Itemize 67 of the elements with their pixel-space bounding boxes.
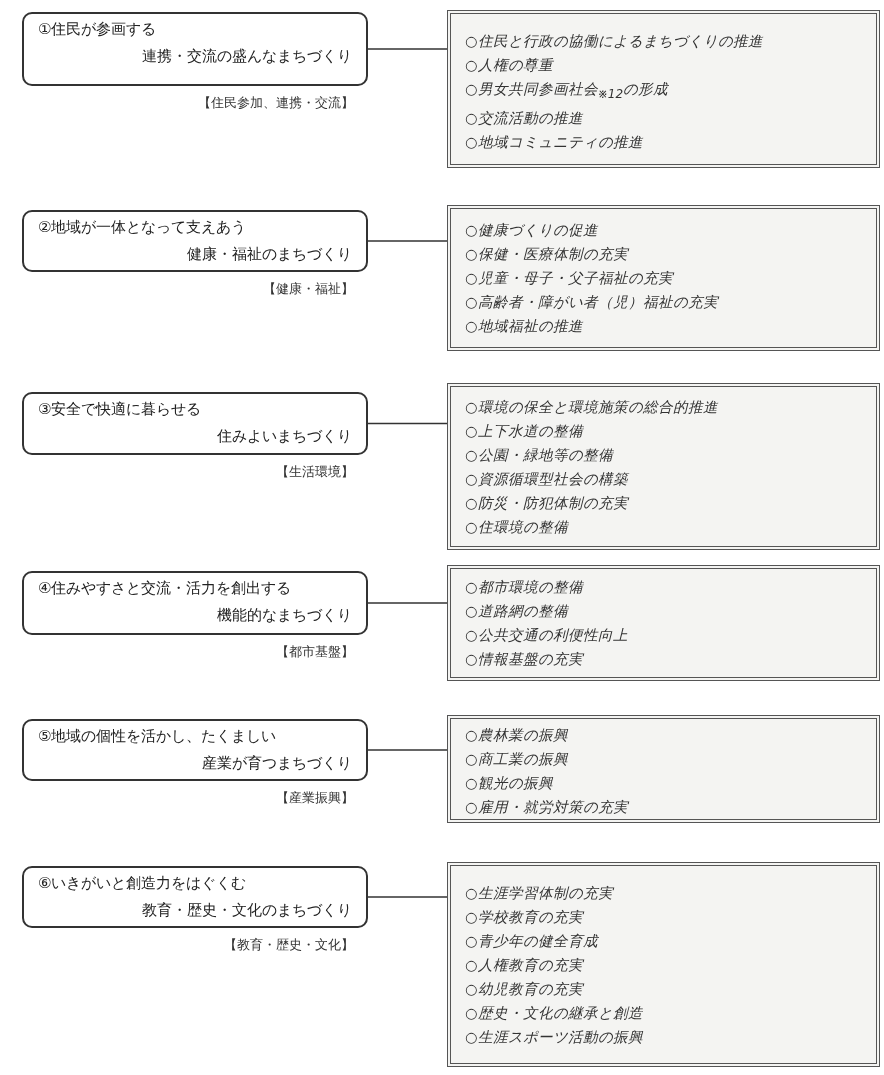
connector-line	[367, 602, 448, 604]
policy-item: ○道路網の整備	[465, 602, 570, 621]
policy-item: ○生涯学習体制の充実	[465, 883, 615, 903]
category-label: 【生活環境】	[276, 463, 354, 481]
goal-box	[22, 866, 368, 928]
goal-box	[22, 210, 368, 272]
policy-item: ○防災・防犯体制の充実	[465, 493, 630, 513]
policy-item: ○学校教育の充実	[465, 907, 585, 927]
policy-item: ○保健・医療体制の充実	[465, 245, 630, 264]
connector-line	[367, 749, 448, 751]
policy-item: ○公園・緑地等の整備	[465, 445, 615, 465]
policy-item: ○青少年の健全育成	[465, 931, 600, 951]
policy-item: ○児童・母子・父子福祉の充実	[465, 269, 675, 288]
goal-title: 教育・歴史・文化のまちづくり	[141, 901, 352, 920]
policy-item: ○観光の振興	[465, 774, 554, 793]
policy-list-box	[447, 565, 880, 681]
category-label: 【住民参加、連携・交流】	[198, 94, 354, 112]
policy-list-box	[447, 715, 880, 823]
goal-title: 機能的なまちづくり	[216, 606, 352, 625]
policy-item: ○健康づくりの促進	[465, 221, 599, 240]
policy-item: ○幼児教育の充実	[465, 979, 585, 999]
policy-list-box	[447, 862, 880, 1067]
policy-item: ○住民と行政の協働によるまちづくりの推進	[465, 32, 764, 51]
policy-item: ○人権の尊重	[465, 56, 555, 75]
policy-item: ○都市環境の整備	[465, 578, 585, 597]
goal-box	[22, 12, 368, 86]
goal-heading: ②地域が一体となって支えあう	[38, 218, 248, 237]
goal-heading: ④住みやすさと交流・活力を創出する	[38, 579, 293, 598]
connector-line	[367, 240, 448, 242]
category-label: 【都市基盤】	[276, 643, 354, 661]
goal-heading: ③安全で快適に暮らせる	[38, 400, 203, 419]
goal-heading: ⑤地域の個性を活かし、たくましい	[38, 727, 278, 746]
goal-heading: ⑥いきがいと創造力をはぐくむ	[38, 874, 248, 893]
policy-item: ○地域コミュニティの推進	[465, 132, 644, 152]
policy-item: ○環境の保全と環境施策の総合的推進	[465, 397, 719, 417]
policy-item: ○歴史・文化の継承と創造	[465, 1003, 644, 1023]
policy-item: ○人権教育の充実	[465, 955, 585, 975]
policy-item: ○雇用・就労対策の充実	[465, 798, 630, 817]
policy-list-box	[447, 10, 880, 168]
policy-list-box	[447, 383, 880, 550]
policy-item: ○地域福祉の推進	[465, 317, 584, 336]
goal-box	[22, 719, 368, 781]
policy-item: ○上下水道の整備	[465, 421, 585, 441]
policy-item: ○商工業の振興	[465, 750, 569, 769]
goal-title: 健康・福祉のまちづくり	[186, 245, 352, 264]
goal-title: 住みよいまちづくり	[216, 427, 352, 446]
category-label: 【健康・福祉】	[263, 280, 354, 298]
policy-item: ○資源循環型社会の構築	[465, 469, 630, 489]
policy-item: ○高齢者・障がい者（児）福祉の充実	[465, 293, 720, 312]
goal-title: 連携・交流の盛んなまちづくり	[141, 47, 352, 66]
policy-item: ○住環境の整備	[465, 517, 570, 537]
goal-box	[22, 392, 368, 455]
policy-item: ○情報基盤の充実	[465, 650, 585, 669]
goal-heading: ①住民が参画する	[38, 20, 158, 39]
category-label: 【産業振興】	[276, 789, 354, 807]
connector-line	[367, 896, 448, 898]
policy-item: ○男女共同参画社会$_{※12}$の形成	[465, 80, 670, 103]
policy-list-box	[447, 205, 880, 351]
connector-line	[367, 422, 448, 425]
goal-box	[22, 571, 368, 635]
policy-item: ○交流活動の推進	[465, 108, 584, 128]
goal-title: 産業が育つまちづくり	[201, 754, 352, 773]
category-label: 【教育・歴史・文化】	[224, 936, 354, 954]
connector-line	[367, 48, 448, 50]
policy-item: ○生涯スポーツ活動の振興	[465, 1027, 644, 1047]
policy-item: ○農林業の振興	[465, 726, 569, 745]
policy-item: ○公共交通の利便性向上	[465, 626, 629, 645]
